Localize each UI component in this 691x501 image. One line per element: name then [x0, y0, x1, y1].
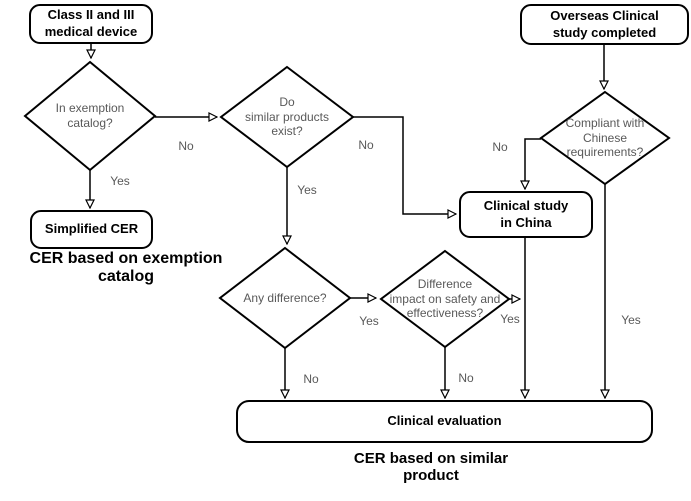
shape-compliant-diamond [539, 90, 671, 186]
shape-class-device-box [29, 4, 153, 44]
shape-simplified-cer-box [30, 210, 153, 249]
shape-exemption-diamond [23, 60, 157, 172]
edge-compliant-no [525, 138, 541, 189]
edge-similar-no [353, 116, 456, 214]
shape-clinical-evaluation-box [236, 400, 653, 443]
shape-impact-diamond [379, 249, 511, 349]
shape-china-study-box [459, 191, 593, 238]
shape-similar-products-diamond [219, 65, 355, 169]
shape-overseas-box [520, 4, 689, 45]
shape-any-difference-diamond [218, 246, 352, 350]
